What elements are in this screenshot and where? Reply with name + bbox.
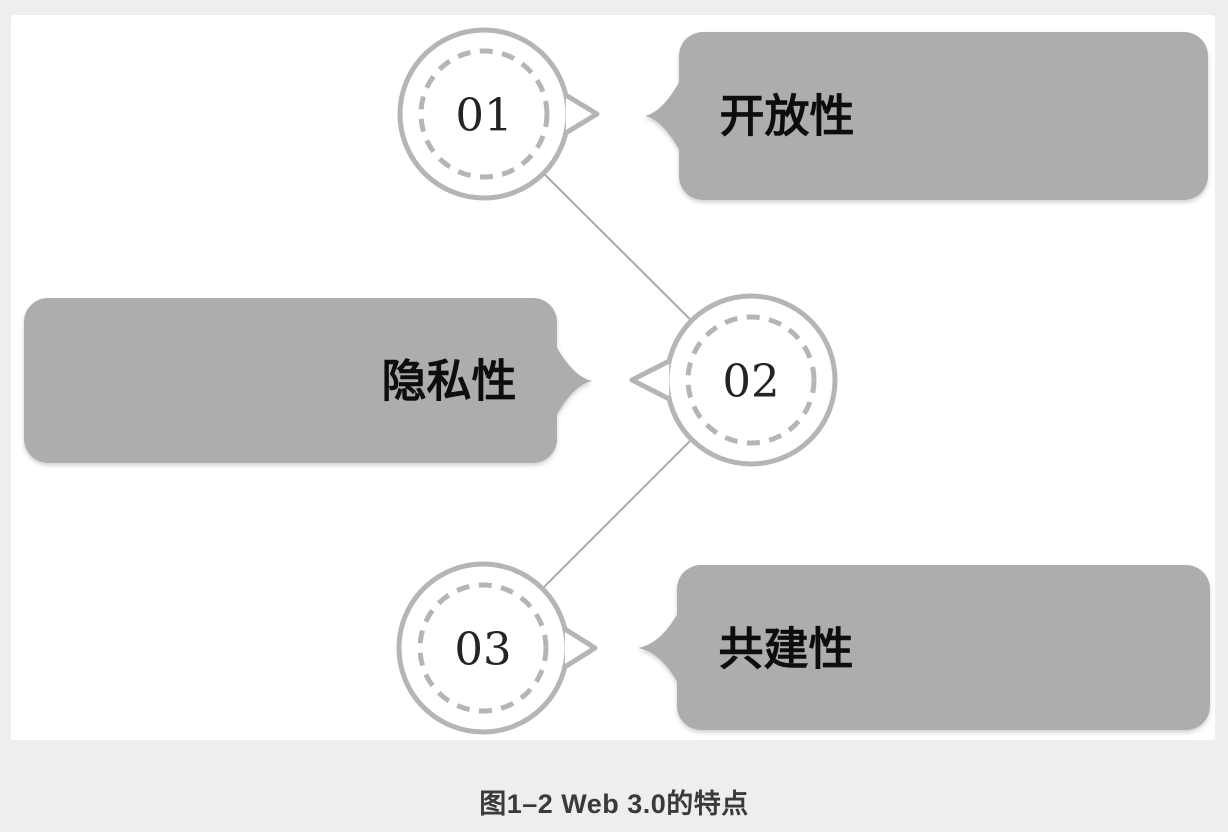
bubble-openness: 开放性 bbox=[645, 32, 1208, 200]
bubble-openness-body bbox=[679, 32, 1208, 200]
bubble-privacy: 隐私性 bbox=[24, 298, 592, 463]
node-01-tail bbox=[563, 92, 600, 136]
diagram-panel: 开放性 隐私性 共建性 01 bbox=[11, 15, 1215, 740]
label-bubbles: 开放性 隐私性 共建性 bbox=[24, 32, 1210, 730]
node-02-number: 02 bbox=[722, 355, 779, 408]
bubble-cobuilding: 共建性 bbox=[638, 565, 1210, 730]
bubble-cobuilding-body bbox=[677, 565, 1210, 730]
bubble-privacy-tail bbox=[555, 344, 592, 418]
node-01-dashed-ring bbox=[418, 48, 550, 180]
bubble-privacy-label: 隐私性 bbox=[381, 355, 516, 408]
node-circle-01: 01 bbox=[397, 27, 600, 201]
web3-features-diagram: 开放性 隐私性 共建性 01 bbox=[24, 27, 1210, 735]
figure-caption: 图1–2 Web 3.0的特点 bbox=[479, 789, 749, 819]
bubble-cobuilding-label: 共建性 bbox=[718, 623, 853, 676]
node-03-dashed-ring bbox=[417, 582, 549, 714]
bubble-openness-tail bbox=[645, 79, 681, 153]
bubble-privacy-body bbox=[24, 298, 557, 463]
bubble-openness-label: 开放性 bbox=[719, 90, 854, 143]
node-03-tail bbox=[562, 626, 598, 670]
node-circle-02: 02 bbox=[629, 293, 838, 467]
node-03-number: 03 bbox=[454, 623, 511, 676]
node-02-dashed-ring bbox=[685, 314, 817, 446]
node-01-number: 01 bbox=[455, 89, 512, 142]
node-02-tail bbox=[629, 358, 672, 402]
node-circle-03: 03 bbox=[396, 561, 598, 735]
bubble-cobuilding-tail bbox=[638, 611, 679, 685]
